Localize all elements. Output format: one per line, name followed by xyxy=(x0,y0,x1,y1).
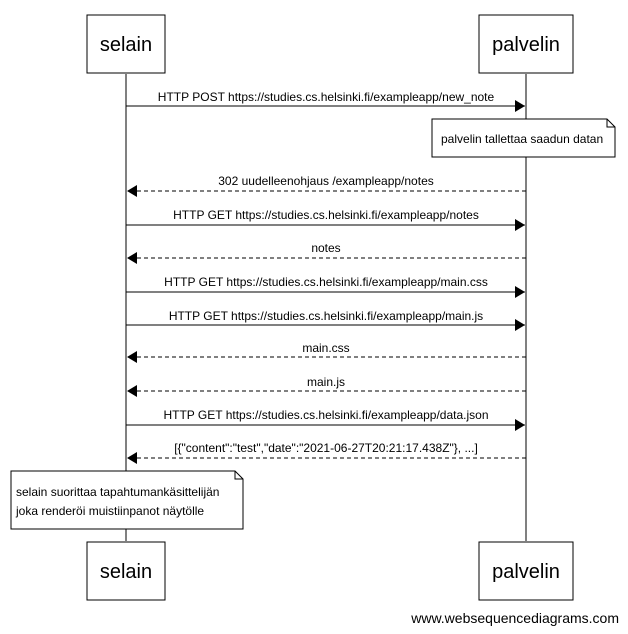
actor-selain-top: selain xyxy=(86,14,166,74)
message-4: notes xyxy=(127,241,526,264)
message-2: 302 uudelleenohjaus /exampleapp/notes xyxy=(127,174,526,197)
actor-selain-bottom: selain xyxy=(86,541,166,601)
message-label: HTTP GET https://studies.cs.helsinki.fi/… xyxy=(164,275,488,289)
message-7: main.css xyxy=(127,341,526,363)
message-10: [{"content":"test","date":"2021-06-27T20… xyxy=(127,441,526,464)
message-3: HTTP GET https://studies.cs.helsinki.fi/… xyxy=(126,208,525,231)
message-label: HTTP GET https://studies.cs.helsinki.fi/… xyxy=(163,408,488,422)
note-browser-line1: selain suorittaa tapahtumankäsittelijän xyxy=(16,485,219,499)
message-label: 302 uudelleenohjaus /exampleapp/notes xyxy=(218,174,434,188)
actor-selain-bottom-label: selain xyxy=(100,561,152,583)
message-5: HTTP GET https://studies.cs.helsinki.fi/… xyxy=(126,275,525,298)
message-label: [{"content":"test","date":"2021-06-27T20… xyxy=(174,441,478,455)
message-label: HTTP GET https://studies.cs.helsinki.fi/… xyxy=(169,309,483,323)
actor-palvelin-bottom-label: palvelin xyxy=(492,561,560,583)
note-server-text: palvelin tallettaa saadun datan xyxy=(441,132,603,146)
footer-brand: www.websequencediagrams.com xyxy=(410,610,619,626)
message-1: HTTP POST https://studies.cs.helsinki.fi… xyxy=(126,90,525,112)
message-8: main.js xyxy=(127,375,526,397)
message-6: HTTP GET https://studies.cs.helsinki.fi/… xyxy=(126,309,525,331)
message-label: HTTP GET https://studies.cs.helsinki.fi/… xyxy=(173,208,479,222)
note-browser-line2: joka renderöi muistiinpanot näytölle xyxy=(15,504,204,518)
note-server: palvelin tallettaa saadun datan xyxy=(431,118,616,158)
message-label: notes xyxy=(311,241,340,255)
actor-palvelin-bottom: palvelin xyxy=(478,541,574,601)
message-label: main.js xyxy=(307,375,345,389)
message-label: main.css xyxy=(302,341,349,355)
message-label: HTTP POST https://studies.cs.helsinki.fi… xyxy=(158,90,495,104)
actor-palvelin-top: palvelin xyxy=(478,14,574,74)
actor-selain-top-label: selain xyxy=(100,34,152,56)
actor-palvelin-top-label: palvelin xyxy=(492,34,560,56)
message-9: HTTP GET https://studies.cs.helsinki.fi/… xyxy=(126,408,525,431)
note-browser: selain suorittaa tapahtumankäsittelijän … xyxy=(10,470,244,530)
